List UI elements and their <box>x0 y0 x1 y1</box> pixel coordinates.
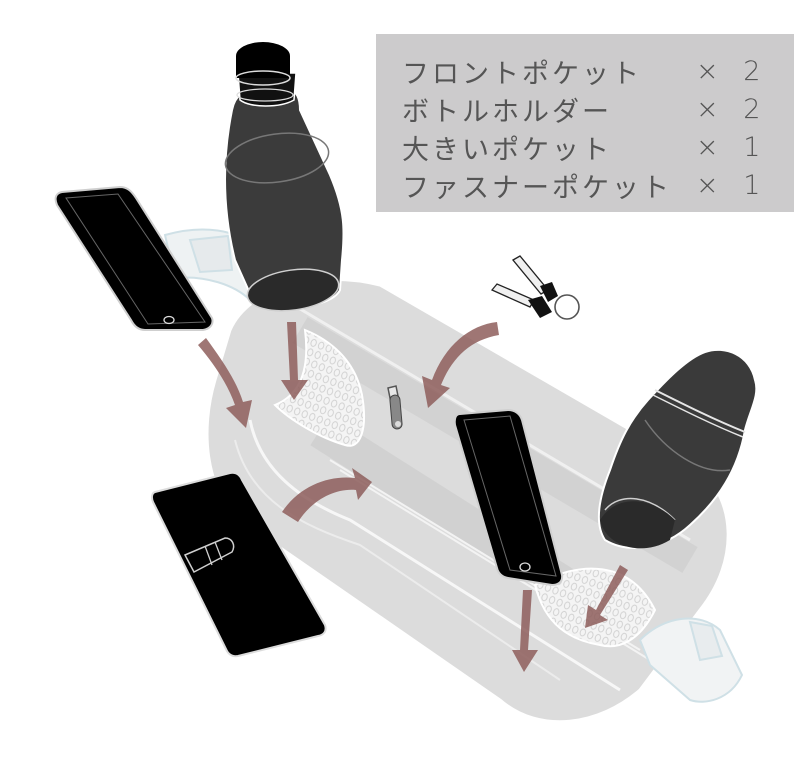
shaker-bottle-icon <box>598 348 758 549</box>
pocket-legend: フロントポケット × 2 ボトルホルダー × 2 大きいポケット × 1 ファス… <box>376 34 794 212</box>
water-bottle-icon <box>224 42 345 312</box>
arrows <box>198 322 628 672</box>
legend-item-qty: × 1 <box>696 131 769 163</box>
long-wallet-icon <box>150 471 327 658</box>
keys-icon <box>490 255 580 320</box>
legend-item-name: 大きいポケット <box>402 134 612 166</box>
legend-item-qty: × 2 <box>696 93 769 125</box>
smartphone-right-icon <box>453 408 564 587</box>
smartphone-left-icon <box>54 185 214 331</box>
legend-row-bottle-holder: ボトルホルダー × 2 <box>402 90 768 128</box>
legend-row-front-pocket: フロントポケット × 2 <box>402 52 768 90</box>
arrow-right-phone-icon <box>512 590 538 672</box>
arrow-bottle-icon <box>281 322 308 400</box>
legend-item-qty: × 2 <box>696 55 769 87</box>
legend-row-large-pocket: 大きいポケット × 1 <box>402 128 768 166</box>
legend-item-qty: × 1 <box>696 169 769 201</box>
arrow-keys-icon <box>422 322 499 408</box>
strap-right-icon <box>638 617 744 703</box>
arrow-front-pocket-icon <box>282 468 372 522</box>
legend-item-name: フロントポケット <box>402 58 642 90</box>
legend-item-name: ファスナーポケット <box>402 172 672 204</box>
legend-item-name: ボトルホルダー <box>402 96 612 128</box>
zipper-pull-icon <box>387 385 403 430</box>
arrow-left-phone-icon <box>198 338 252 428</box>
arrow-shaker-icon <box>585 565 628 628</box>
legend-row-zipper-pocket: ファスナーポケット × 1 <box>402 166 768 204</box>
